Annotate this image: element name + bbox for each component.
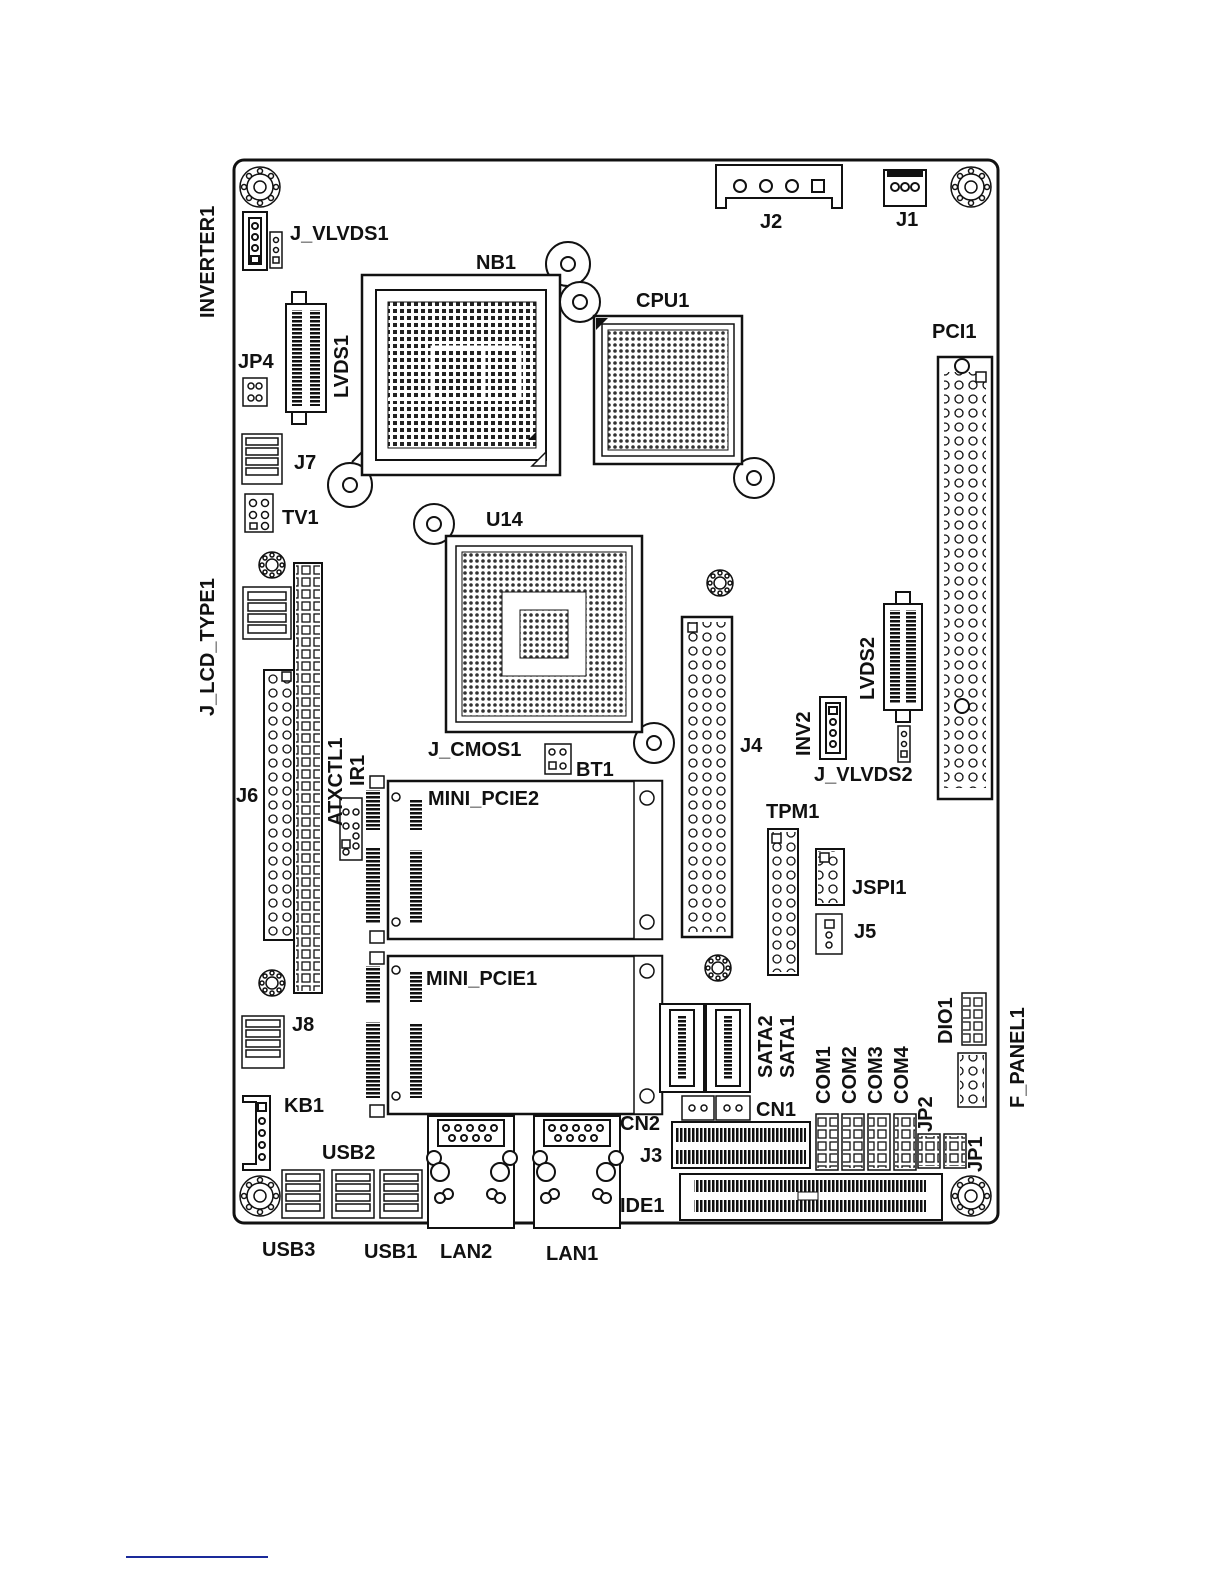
lan1-port bbox=[533, 1116, 623, 1228]
label-atxctl1: ATXCTL1 bbox=[326, 737, 346, 826]
label-nb1: NB1 bbox=[476, 253, 516, 273]
jspi1-header bbox=[816, 849, 844, 905]
label-inverter1: INVERTER1 bbox=[198, 206, 218, 318]
tpm1-header bbox=[768, 829, 798, 975]
lvds2-connector bbox=[884, 592, 922, 722]
j-lcd-type1-jumper bbox=[243, 587, 291, 639]
label-kb1: KB1 bbox=[284, 1096, 324, 1116]
label-j3: J3 bbox=[640, 1146, 662, 1166]
j-cmos1-jumper bbox=[545, 744, 571, 774]
cn2-connector bbox=[682, 1096, 714, 1120]
label-inv2: INV2 bbox=[794, 712, 814, 756]
label-mini-pcie2: MINI_PCIE2 bbox=[428, 789, 539, 809]
tv1-header bbox=[245, 494, 273, 532]
label-cn1: CN1 bbox=[756, 1100, 796, 1120]
j-vlvds1-jumper bbox=[270, 232, 282, 268]
lan2-port bbox=[427, 1116, 517, 1228]
footnote-rule bbox=[126, 1556, 268, 1558]
label-lan1: LAN1 bbox=[546, 1244, 598, 1264]
lvds1-connector bbox=[286, 292, 326, 424]
label-usb1: USB1 bbox=[364, 1242, 417, 1262]
label-lvds1: LVDS1 bbox=[332, 335, 352, 398]
label-ide1: IDE1 bbox=[620, 1196, 664, 1216]
label-cn2: CN2 bbox=[620, 1114, 660, 1134]
label-com1: COM1 bbox=[814, 1046, 834, 1104]
jp4-jumper bbox=[243, 378, 267, 406]
label-jp2: JP2 bbox=[916, 1096, 936, 1132]
label-ir1: IR1 bbox=[348, 755, 368, 786]
label-dio1: DIO1 bbox=[936, 997, 956, 1044]
label-com4: COM4 bbox=[892, 1046, 912, 1104]
usb1-header bbox=[380, 1170, 422, 1218]
label-j-cmos1: J_CMOS1 bbox=[428, 740, 521, 760]
j7-header bbox=[242, 434, 282, 484]
inv2-connector bbox=[820, 697, 846, 759]
label-j4: J4 bbox=[740, 736, 762, 756]
usb2-header bbox=[332, 1170, 374, 1218]
j4-header bbox=[682, 617, 732, 937]
inverter1-connector bbox=[243, 212, 267, 270]
j3-header bbox=[672, 1122, 810, 1168]
label-jp1: JP1 bbox=[966, 1136, 986, 1172]
label-jspi1: JSPI1 bbox=[852, 878, 906, 898]
label-j-vlvds1: J_VLVDS1 bbox=[290, 224, 389, 244]
u14-chip bbox=[414, 504, 674, 763]
f-panel1-header bbox=[958, 1053, 986, 1107]
label-com3: COM3 bbox=[866, 1046, 886, 1104]
j8-header bbox=[242, 1016, 284, 1068]
label-tv1: TV1 bbox=[282, 508, 319, 528]
label-bt1: BT1 bbox=[576, 760, 614, 780]
sata1-connector bbox=[706, 1004, 750, 1092]
label-jp4: JP4 bbox=[238, 352, 274, 372]
label-j2: J2 bbox=[760, 212, 782, 232]
cn1-connector bbox=[716, 1096, 750, 1120]
label-j8: J8 bbox=[292, 1015, 314, 1035]
nb1-chip bbox=[328, 242, 590, 507]
atxctl1-header bbox=[294, 563, 322, 993]
label-usb3: USB3 bbox=[262, 1240, 315, 1260]
label-j7: J7 bbox=[294, 453, 316, 473]
ide1-connector bbox=[680, 1174, 942, 1220]
jp1-jumper bbox=[944, 1134, 966, 1168]
j5-header bbox=[816, 914, 842, 954]
label-j6: J6 bbox=[236, 786, 258, 806]
label-com2: COM2 bbox=[840, 1046, 860, 1104]
label-j-vlvds2: J_VLVDS2 bbox=[814, 765, 913, 785]
j1-connector bbox=[884, 170, 926, 206]
label-f-panel1: F_PANEL1 bbox=[1008, 1007, 1028, 1108]
label-lan2: LAN2 bbox=[440, 1242, 492, 1262]
jp2-jumper bbox=[918, 1134, 940, 1168]
label-tpm1: TPM1 bbox=[766, 802, 819, 822]
label-mini-pcie1: MINI_PCIE1 bbox=[426, 969, 537, 989]
j-vlvds2-jumper bbox=[898, 726, 910, 762]
label-j-lcd-type1: J_LCD_TYPE1 bbox=[198, 578, 218, 716]
usb3-header bbox=[282, 1170, 324, 1218]
dio1-header bbox=[962, 993, 986, 1045]
label-j5: J5 bbox=[854, 922, 876, 942]
label-u14: U14 bbox=[486, 510, 523, 530]
label-j1: J1 bbox=[896, 210, 918, 230]
label-sata2: SATA2 bbox=[756, 1015, 776, 1078]
label-pci1: PCI1 bbox=[932, 322, 976, 342]
label-lvds2: LVDS2 bbox=[858, 637, 878, 700]
label-sata1: SATA1 bbox=[778, 1015, 798, 1078]
label-usb2: USB2 bbox=[322, 1143, 375, 1163]
sata2-connector bbox=[660, 1004, 704, 1092]
j6-header bbox=[264, 670, 294, 940]
pci1-slot bbox=[938, 357, 992, 799]
label-cpu1: CPU1 bbox=[636, 291, 689, 311]
